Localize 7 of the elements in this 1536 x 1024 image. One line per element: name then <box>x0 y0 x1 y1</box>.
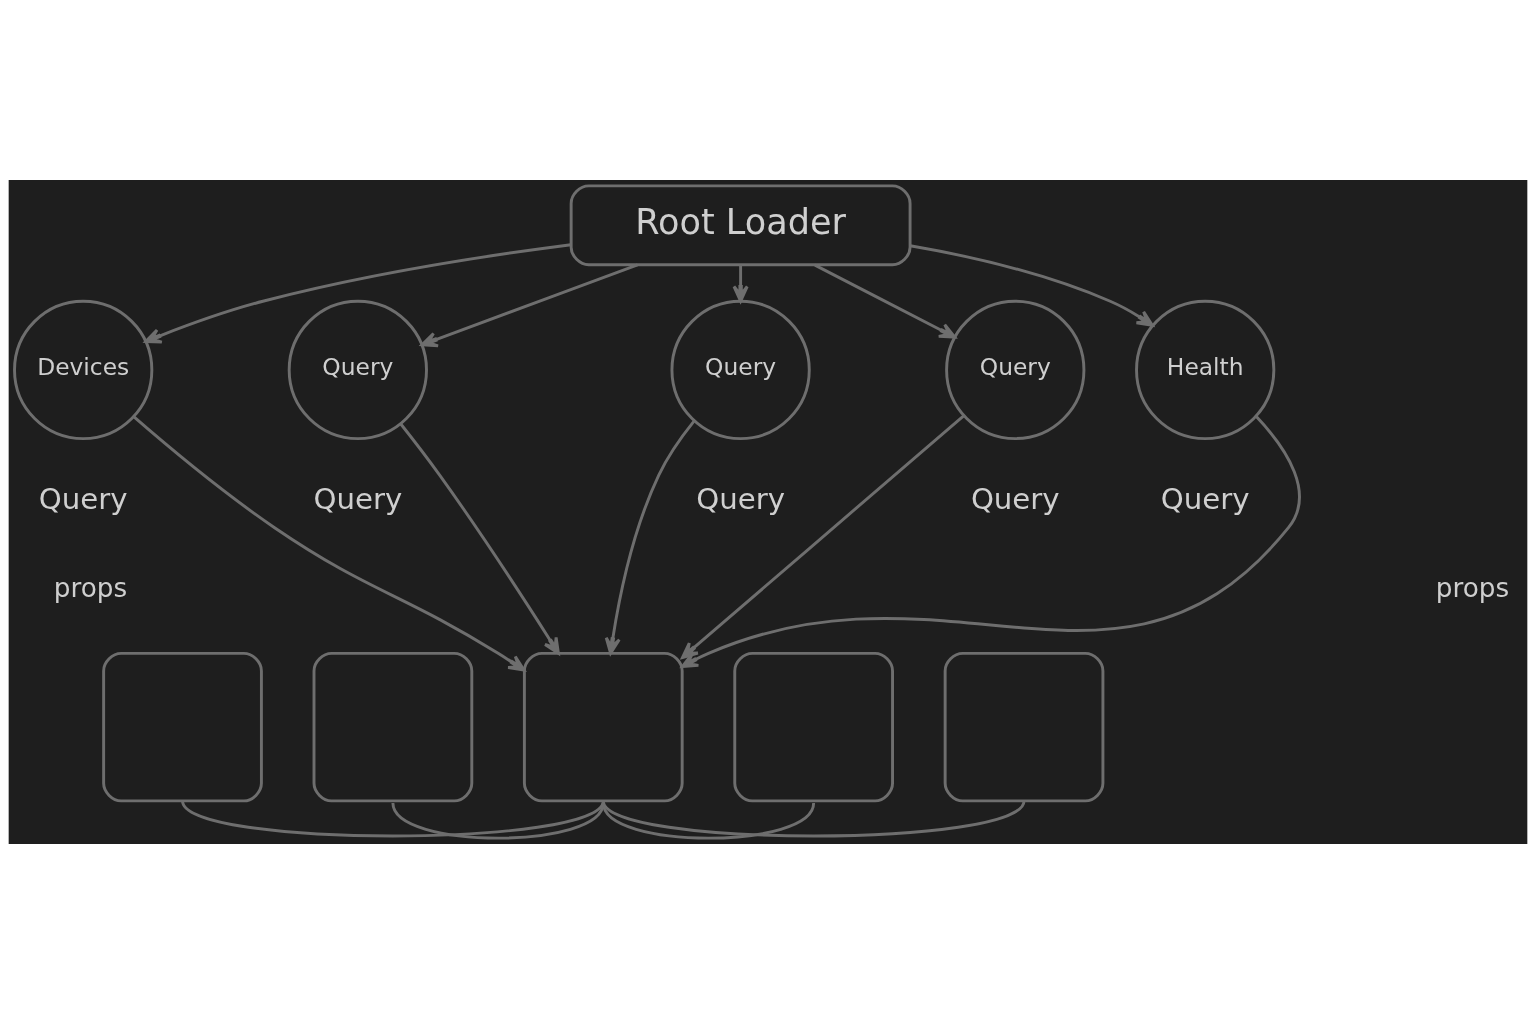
label: props <box>53 572 128 603</box>
node-label: Query <box>1160 481 1250 516</box>
node-label: Query <box>970 481 1060 516</box>
node-label: Query <box>313 481 403 516</box>
node-label: Query <box>38 481 128 516</box>
node-label: Query <box>696 481 785 516</box>
label: props <box>1435 572 1510 603</box>
